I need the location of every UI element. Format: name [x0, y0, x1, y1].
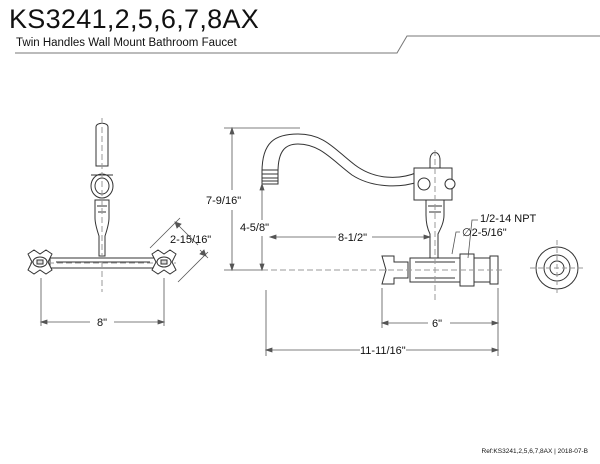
- side-spout-inner: [277, 143, 419, 187]
- side-body-top: [413, 167, 453, 201]
- left-cross-handle: [27, 249, 53, 275]
- dimension-handle-size: [149, 217, 209, 283]
- spout-reach-label: 8-1/2": [338, 232, 367, 244]
- dimension-spout-reach: [268, 234, 432, 240]
- model-number: KS3241,2,5,6,7,8AX: [9, 4, 260, 34]
- side-handle: [381, 255, 409, 285]
- connection-diameter-label: ∅2-5/16": [462, 227, 507, 239]
- side-aerator: [261, 169, 279, 185]
- end-view-flange: [530, 240, 584, 296]
- wall-to-handle-label: 6": [432, 318, 442, 330]
- dimension-spout-height: [259, 182, 265, 272]
- thread-size-label: 1/2-14 NPT: [480, 213, 537, 225]
- spout-height-label: 4-5/8": [240, 222, 269, 234]
- side-view: [261, 133, 505, 300]
- right-cross-handle: [151, 249, 177, 275]
- dimension-total-height: [224, 126, 300, 272]
- dimension-center-spacing: [39, 278, 166, 326]
- handle-size-label: 2-15/16": [170, 234, 211, 246]
- dimension-overall-depth: [264, 290, 500, 356]
- total-height-label: 7-9/16": [206, 195, 241, 207]
- reference-footer: Ref:KS3241,2,5,6,7,8AX | 2018-07-B: [481, 448, 588, 455]
- title-frame: [15, 35, 600, 54]
- front-view: [30, 118, 176, 292]
- connection-leaders: [451, 219, 478, 259]
- front-spout-top: [95, 122, 109, 167]
- overall-depth-label: 11-11/16": [360, 345, 406, 357]
- center-spacing-label: 8": [97, 317, 107, 329]
- side-spout-outer: [261, 133, 419, 178]
- product-subtitle: Twin Handles Wall Mount Bathroom Faucet: [16, 37, 237, 49]
- dimension-wall-to-handle: [380, 288, 500, 356]
